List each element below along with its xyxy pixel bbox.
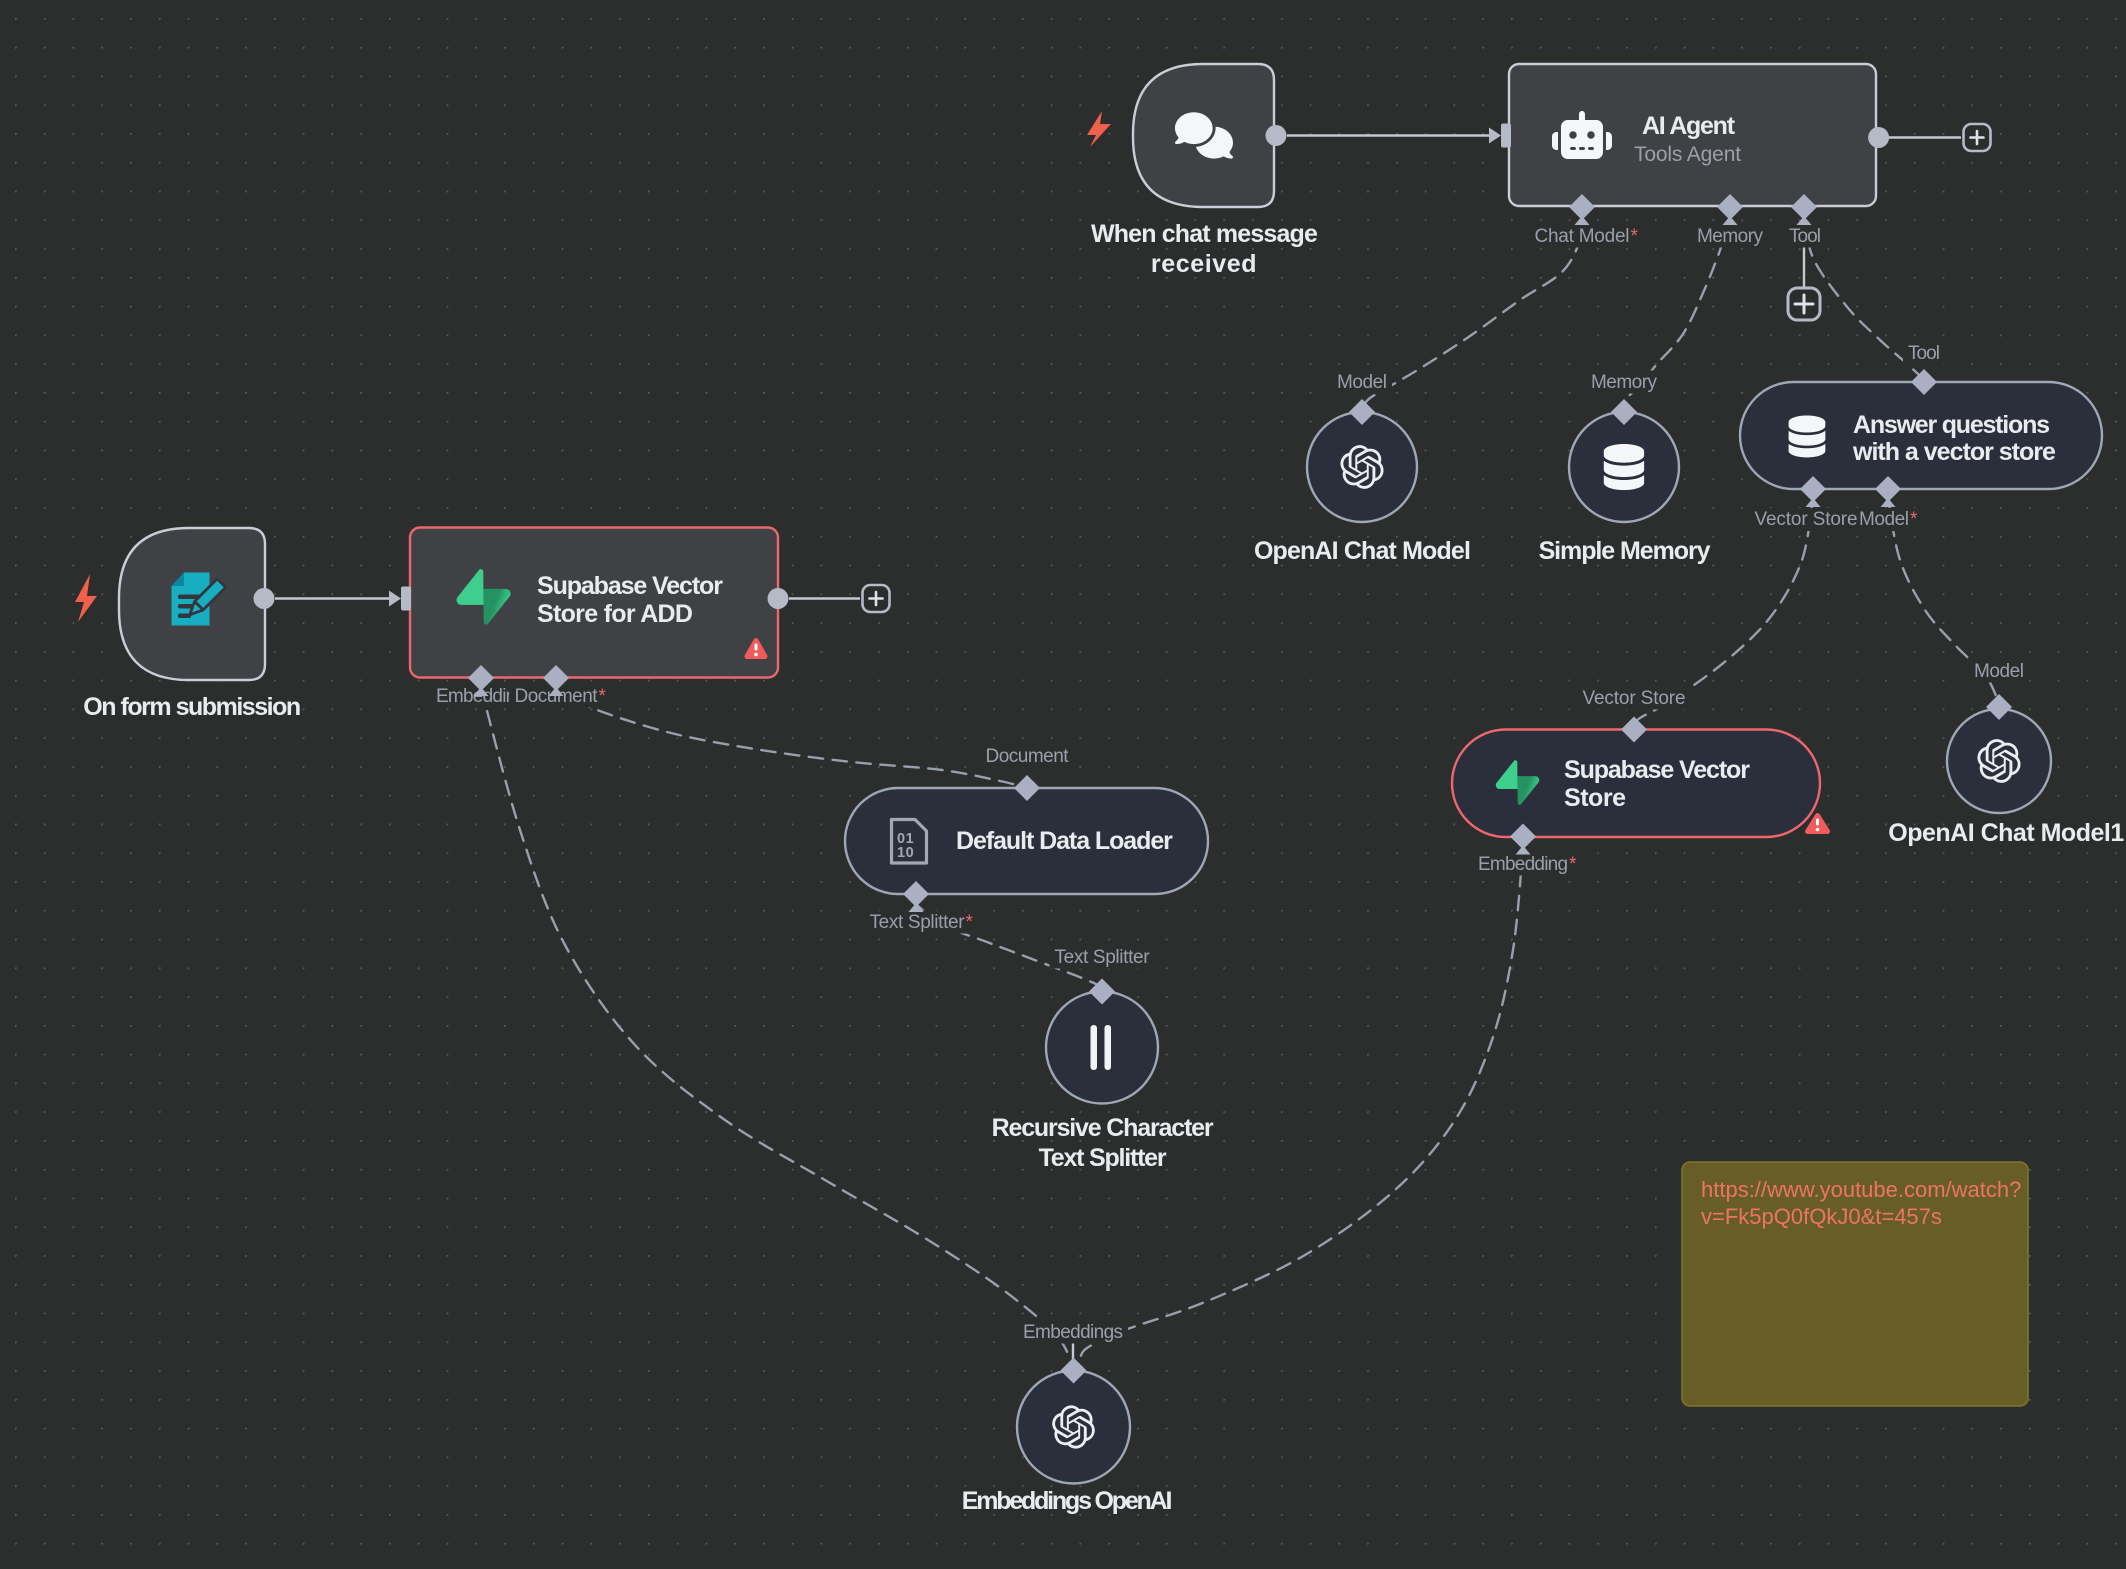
svg-text:Tool: Tool: [1908, 343, 1939, 364]
svg-text:Text Splitter: Text Splitter: [870, 912, 966, 933]
svg-text:Tool: Tool: [1789, 226, 1820, 247]
svg-text:01: 01: [897, 831, 914, 847]
svg-text:On form submission: On form submission: [83, 693, 300, 721]
svg-text:with a vector store: with a vector store: [1852, 438, 2056, 466]
svg-text:Supabase Vector: Supabase Vector: [1564, 756, 1750, 784]
svg-text:*: *: [1631, 226, 1639, 247]
svg-text:Embedding: Embedding: [1478, 854, 1567, 875]
svg-text:Document: Document: [515, 686, 599, 707]
svg-text:Answer questions: Answer questions: [1853, 411, 2049, 439]
svg-text:OpenAI Chat Model: OpenAI Chat Model: [1254, 537, 1470, 565]
svg-text:Embeddings: Embeddings: [1023, 1322, 1123, 1343]
svg-text:https://www.youtube.com/watch?: https://www.youtube.com/watch?: [1701, 1177, 2021, 1202]
svg-text:*: *: [966, 912, 974, 933]
svg-text:v=Fk5pQ0fQkJ0&t=457s: v=Fk5pQ0fQkJ0&t=457s: [1701, 1204, 1942, 1229]
svg-text:Embeddings OpenAI: Embeddings OpenAI: [962, 1487, 1172, 1515]
svg-text:*: *: [599, 686, 607, 707]
svg-text:Text Splitter: Text Splitter: [1055, 947, 1151, 968]
svg-text:received: received: [1151, 250, 1257, 278]
svg-text:10: 10: [897, 845, 914, 861]
svg-text:Chat Model: Chat Model: [1535, 226, 1630, 247]
svg-text:*: *: [1569, 854, 1577, 875]
svg-text:AI Agent: AI Agent: [1642, 112, 1736, 140]
svg-text:Embedding: Embedding: [436, 686, 525, 707]
svg-text:*: *: [1910, 509, 1918, 530]
svg-text:When chat message: When chat message: [1091, 220, 1318, 248]
svg-text:Vector Store: Vector Store: [1755, 509, 1858, 530]
svg-text:Document: Document: [986, 746, 1070, 767]
svg-text:Recursive Character: Recursive Character: [992, 1114, 1214, 1142]
svg-text:Text Splitter: Text Splitter: [1039, 1144, 1167, 1172]
svg-text:Model: Model: [1859, 509, 1909, 530]
svg-text:Simple Memory: Simple Memory: [1539, 537, 1711, 565]
svg-text:Memory: Memory: [1697, 226, 1764, 247]
svg-text:Model: Model: [1337, 372, 1387, 393]
svg-text:Default Data Loader: Default Data Loader: [956, 827, 1173, 855]
svg-text:Vector Store: Vector Store: [1583, 688, 1686, 709]
svg-text:Memory: Memory: [1591, 372, 1658, 393]
svg-text:Store for ADD: Store for ADD: [537, 600, 692, 628]
svg-text:Model: Model: [1974, 661, 2024, 682]
svg-text:Tools Agent: Tools Agent: [1634, 143, 1741, 166]
svg-text:Store: Store: [1564, 784, 1626, 812]
svg-text:OpenAI Chat Model1: OpenAI Chat Model1: [1888, 819, 2124, 847]
svg-text:Supabase Vector: Supabase Vector: [537, 572, 723, 600]
